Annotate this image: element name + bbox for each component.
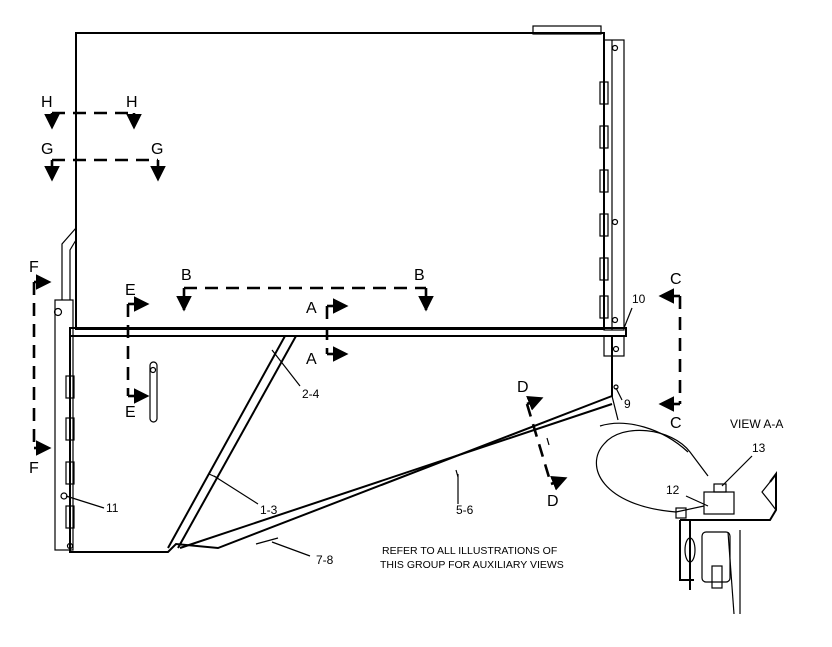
section-line-a (325, 298, 349, 362)
callout-11: 11 (106, 501, 119, 515)
callout-2-4: 2-4 (302, 387, 320, 401)
section-line-e (126, 296, 150, 404)
label-g-left: G (41, 141, 53, 158)
callout-12: 12 (666, 483, 680, 497)
lower-door-frame (53, 299, 625, 553)
label-e-top: E (125, 282, 136, 299)
label-d-bottom: D (547, 493, 559, 510)
label-a-bottom: A (306, 351, 317, 368)
leader-lines (65, 307, 633, 557)
label-b-left: B (181, 267, 192, 284)
label-f-top: F (29, 259, 39, 276)
callout-10: 10 (632, 292, 646, 306)
callout-9: 9 (624, 397, 631, 411)
section-line-b (176, 286, 434, 312)
label-b-right: B (414, 267, 425, 284)
view-a-a-detail (595, 422, 777, 615)
note-line-2: THIS GROUP FOR AUXILIARY VIEWS (380, 559, 564, 571)
section-line-g (44, 158, 166, 182)
divider-bar (69, 327, 627, 337)
label-e-bottom: E (125, 404, 136, 421)
section-line-f (32, 274, 52, 456)
label-a-top: A (306, 300, 317, 317)
upper-door-panel (61, 25, 605, 330)
note-line-1: REFER TO ALL ILLUSTRATIONS OF (382, 545, 557, 557)
label-f-bottom: F (29, 460, 39, 477)
callout-5-6: 5-6 (456, 503, 474, 517)
section-line-d (525, 395, 568, 491)
reference-note: REFER TO ALL ILLUSTRATIONS OF THIS GROUP… (380, 545, 564, 571)
label-g-right: G (151, 141, 163, 158)
label-d-top: D (517, 379, 529, 396)
callout-7-8: 7-8 (316, 553, 334, 567)
section-line-c (658, 288, 682, 412)
section-line-h (44, 111, 142, 130)
callout-numbers: 2-4 1-3 5-6 7-8 9 10 11 12 13 (106, 292, 766, 567)
label-h-left: H (41, 94, 53, 111)
label-c-top: C (670, 271, 682, 288)
view-a-a-label: VIEW A-A (730, 417, 783, 431)
callout-1-3: 1-3 (260, 503, 278, 517)
callout-13: 13 (752, 441, 766, 455)
bottom-brace (179, 403, 613, 549)
section-labels: H H G G F F E E B B A A C C D D (29, 94, 682, 510)
label-c-bottom: C (670, 415, 682, 432)
right-hinge-strip (599, 39, 625, 331)
label-h-right: H (126, 94, 138, 111)
